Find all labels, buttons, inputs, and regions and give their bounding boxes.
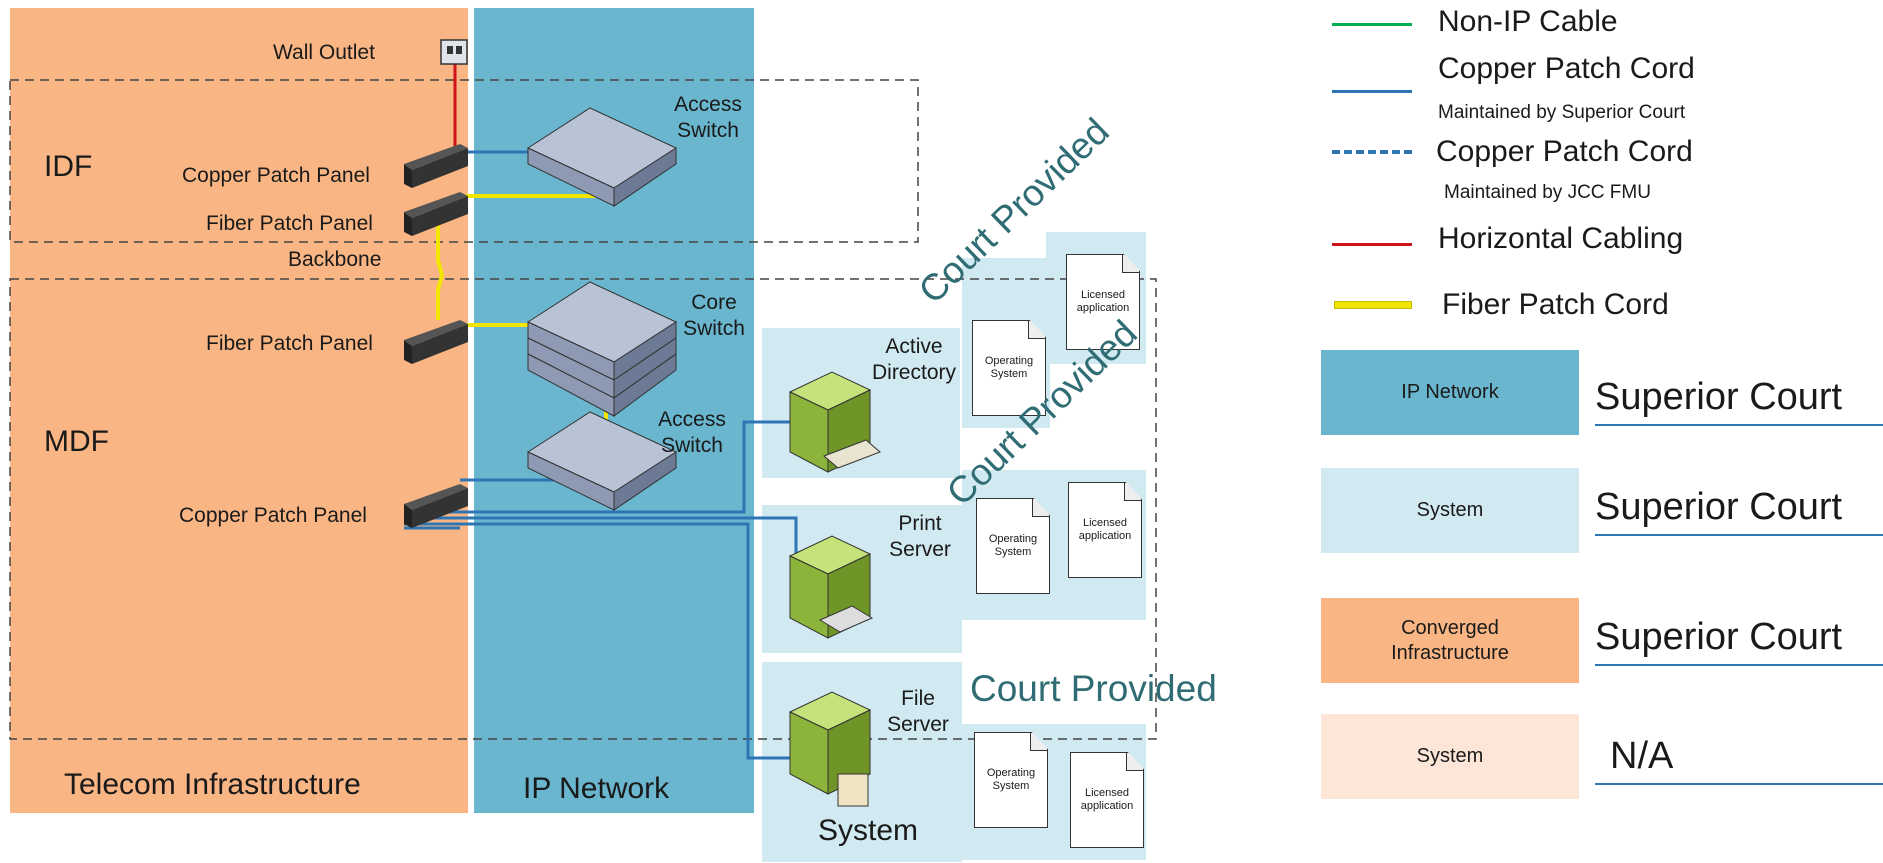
mdf-access-switch-label: Access Switch xyxy=(658,408,726,457)
print-server-label: Print Server xyxy=(889,512,951,561)
idf-fiber-patch-panel-label: Fiber Patch Panel xyxy=(206,212,373,235)
idf-copper-patch-panel xyxy=(404,144,468,188)
mdf-fiber-patch-panel-label: Fiber Patch Panel xyxy=(206,332,373,355)
zone-label-system: System xyxy=(818,814,919,847)
active-directory-server-icon xyxy=(788,371,881,473)
backbone-label: Backbone xyxy=(288,248,382,271)
wall-outlet-device xyxy=(440,39,468,65)
file-server-label: File Server xyxy=(887,687,949,736)
legend-label-copper: Copper Patch Cord xyxy=(1438,52,1695,85)
telecom-zone xyxy=(10,8,468,813)
legend-label-fiber: Fiber Patch Cord xyxy=(1442,288,1669,321)
legend-block-ip-network: IP Network xyxy=(1321,350,1579,435)
copper-ad-line xyxy=(404,420,800,514)
legend-owner-system-na: N/A xyxy=(1610,735,1674,777)
core-switch-label: Core Switch xyxy=(683,291,745,340)
legend-swatch-horizontal xyxy=(1332,243,1412,246)
court-provided-label-3: Court Provided xyxy=(970,668,1217,709)
copper-print-line xyxy=(404,516,798,558)
idf-copper-patch-panel-label: Copper Patch Panel xyxy=(182,164,370,187)
zone-label-mdf: MDF xyxy=(44,425,109,458)
idf-access-switch-label: Access Switch xyxy=(674,93,742,142)
zone-label-ip-network: IP Network xyxy=(523,772,670,805)
copper-file-line xyxy=(404,522,800,760)
zone-label-telecom: Telecom Infrastructure xyxy=(64,768,361,801)
idf-access-switch-device xyxy=(526,107,678,207)
legend-label-non-ip: Non-IP Cable xyxy=(1438,5,1618,38)
legend-underline-1 xyxy=(1595,424,1883,426)
legend-label-copper-dashed: Copper Patch Cord xyxy=(1436,135,1693,168)
legend-label-horizontal: Horizontal Cabling xyxy=(1438,222,1684,255)
legend-swatch-copper xyxy=(1332,90,1412,93)
legend-owner-converged: Superior Court xyxy=(1595,616,1843,658)
idf-fiber-patch-panel xyxy=(404,192,468,236)
legend-block-system-na: System xyxy=(1321,714,1579,799)
mdf-boundary xyxy=(9,278,1157,740)
active-directory-label: Active Directory xyxy=(871,335,956,384)
mdf-fiber-patch-panel xyxy=(404,320,468,364)
legend-swatch-non-ip xyxy=(1332,23,1412,26)
legend-owner-system: Superior Court xyxy=(1595,486,1843,528)
mdf-copper-patch-panel-label: Copper Patch Panel xyxy=(179,504,367,527)
zone-label-idf: IDF xyxy=(44,150,93,183)
legend-sub-copper-dashed: Maintained by JCC FMU xyxy=(1444,182,1651,203)
file-server-icon xyxy=(788,691,872,807)
print-server-icon xyxy=(788,535,874,639)
wall-outlet-label: Wall Outlet xyxy=(273,41,375,64)
legend: Non-IP Cable Copper Patch Cord Maintaine… xyxy=(1320,0,1883,863)
legend-owner-ip-network: Superior Court xyxy=(1595,376,1843,418)
legend-underline-2 xyxy=(1595,534,1883,536)
backbone-fiber-line xyxy=(436,210,445,320)
legend-underline-3 xyxy=(1595,664,1883,666)
mdf-access-switch-device xyxy=(526,411,678,511)
idf-boundary xyxy=(9,79,919,243)
legend-underline-4 xyxy=(1595,783,1883,785)
mdf-copper-patch-panel xyxy=(404,484,468,528)
legend-swatch-copper-dashed xyxy=(1332,150,1412,154)
core-switch-device xyxy=(526,281,678,417)
legend-swatch-fiber xyxy=(1334,301,1412,309)
legend-sub-copper: Maintained by Superior Court xyxy=(1438,102,1686,123)
legend-block-system: System xyxy=(1321,468,1579,553)
